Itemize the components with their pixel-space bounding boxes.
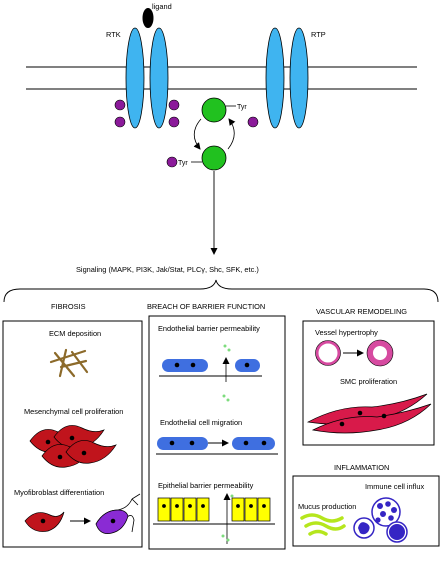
ecm-fibers-icon	[49, 348, 89, 378]
mesenchymal-label: Mesenchymal cell proliferation	[24, 407, 123, 416]
endo-perm-label: Endothelial barrier permeability	[158, 324, 260, 333]
fibrosis-title: FIBROSIS	[51, 302, 86, 311]
enzyme-dephosphorylated-icon	[201, 145, 227, 171]
barrier-title: BREACH OF BARRIER FUNCTION	[147, 302, 265, 311]
endothelial-migration-icon	[156, 437, 278, 455]
rtp-label: RTP	[311, 30, 326, 39]
inflammation-title: INFLAMMATION	[334, 463, 389, 472]
rtk-label: RTK	[106, 30, 121, 39]
smc-label: SMC proliferation	[340, 377, 397, 386]
endothelial-permeability-icon	[159, 344, 262, 402]
cycle-arrow-right	[227, 118, 236, 150]
ligand-label: ligand	[152, 2, 172, 11]
ecm-label: ECM deposition	[49, 329, 101, 338]
endo-mig-label: Endothelial cell migration	[160, 418, 242, 427]
phospho-groups-icon	[114, 99, 259, 168]
ligand-icon	[142, 8, 154, 28]
vessel-hypertrophy-icon	[315, 339, 394, 367]
myofibroblast-label: Myofibroblast differentiation	[14, 488, 104, 497]
rtk-receptor-icon	[125, 27, 169, 129]
smc-proliferation-icon	[306, 393, 432, 434]
tyr-label-left: Tyr	[178, 160, 188, 167]
immune-cells-icon	[353, 497, 408, 543]
myofibroblast-cells-icon	[24, 493, 141, 534]
epithelial-permeability-icon	[153, 493, 275, 544]
rtp-receptor-icon	[265, 27, 309, 129]
enzyme-phosphorylated-icon	[201, 97, 227, 123]
inflammation-panel	[292, 475, 440, 547]
tyr-label-right: Tyr	[237, 104, 247, 111]
mesenchymal-cells-icon	[29, 425, 117, 468]
mucus-icon	[300, 513, 346, 536]
cycle-arrow-left	[193, 118, 202, 150]
fibrosis-panel	[2, 320, 143, 548]
vascular-title: VASCULAR REMODELING	[316, 307, 407, 316]
signaling-label: Signaling (MAPK, PI3K, Jak/Stat, PLCγ, S…	[76, 265, 259, 274]
immune-label: Immune cell influx	[365, 482, 424, 491]
mucus-label: Mucus production	[298, 502, 356, 511]
barrier-panel	[148, 315, 286, 550]
epi-perm-label: Epithelial barrier permeability	[158, 481, 254, 490]
outcome-bracket	[3, 279, 439, 303]
vascular-panel	[302, 320, 435, 446]
hypertrophy-label: Vessel hypertrophy	[315, 328, 378, 337]
